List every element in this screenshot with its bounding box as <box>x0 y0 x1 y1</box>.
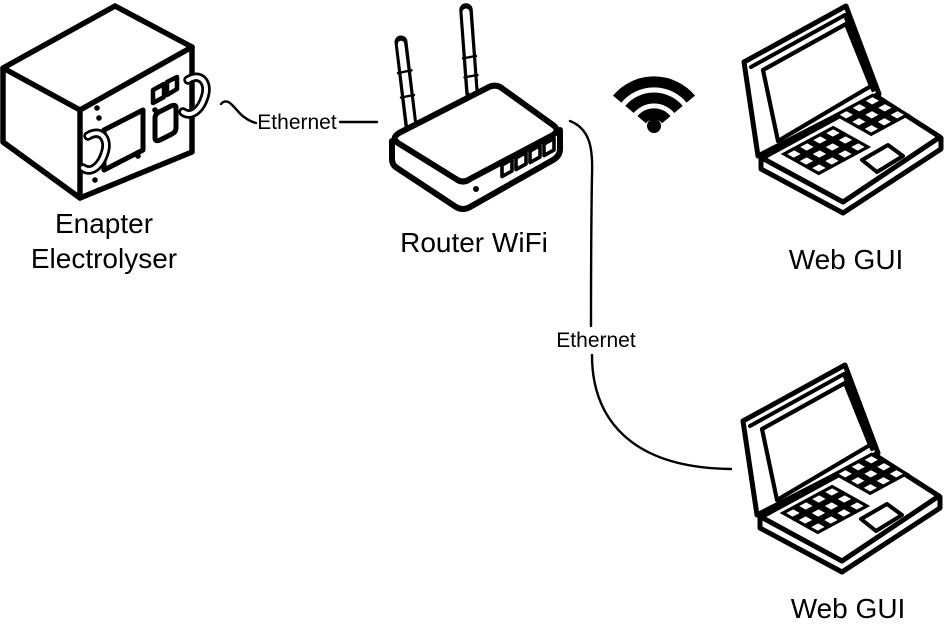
ethernet-link-electrolyser-router <box>219 100 379 125</box>
handle-icon <box>178 72 211 119</box>
laptop-icon <box>743 365 940 572</box>
electrolyser-device-icon <box>0 3 211 201</box>
router-label: Router WiFi <box>400 227 548 258</box>
laptop-icon <box>744 6 941 213</box>
ethernet-link-label: Ethernet <box>556 329 636 352</box>
wifi-signal-icon <box>612 76 696 133</box>
port-square-icon <box>150 81 167 106</box>
ethernet-link-router-laptop <box>568 119 733 471</box>
electrolyser-label-line1: Enapter <box>55 208 153 239</box>
electrolyser-label-line2: Electrolyser <box>31 243 177 274</box>
antenna-icon <box>459 3 479 100</box>
port-square-icon <box>164 74 180 98</box>
ethernet-ports-icon <box>500 136 556 179</box>
ethernet-link-label: Ethernet <box>257 111 337 134</box>
rounded-port-icon <box>152 102 179 144</box>
wifi-router-icon <box>389 3 563 212</box>
web-gui-label-top: Web GUI <box>789 244 904 275</box>
web-gui-label-bottom: Web GUI <box>791 593 906 624</box>
antenna-icon <box>394 35 418 133</box>
handle-icon <box>78 128 111 175</box>
led-icon <box>473 186 479 192</box>
